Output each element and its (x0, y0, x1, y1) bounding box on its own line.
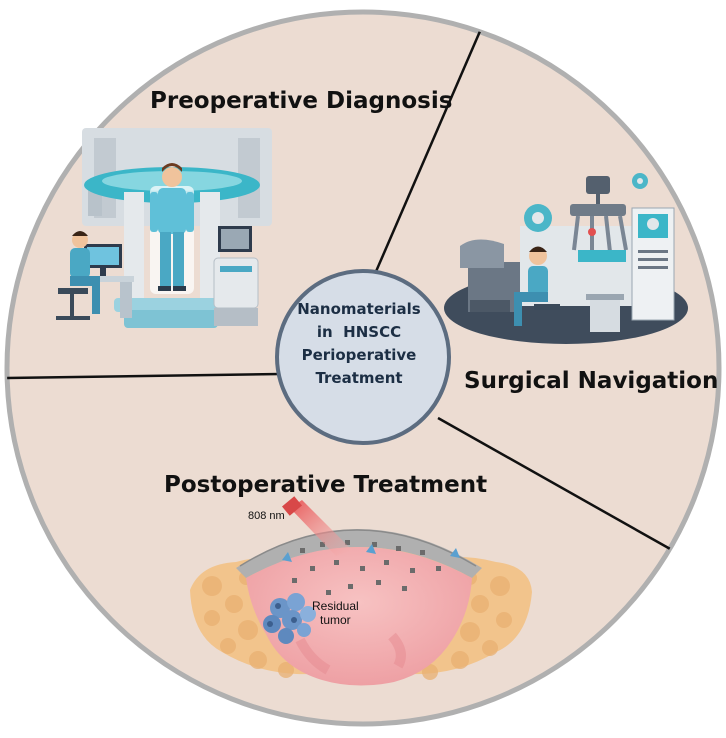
divider-top-right (366, 21, 486, 291)
center-circle (275, 269, 451, 445)
center-title-line-2: in HNSCC (316, 323, 402, 341)
preoperative-diagnosis-label: Preoperative Diagnosis (150, 88, 453, 114)
nanoparticles (292, 540, 441, 595)
residual-tumor-label-line-2: tumor (320, 613, 351, 627)
laser-beam (290, 500, 352, 556)
divider-bottom-right (437, 416, 673, 552)
section-dividers (7, 21, 673, 552)
mri-scanner-illustration (56, 128, 272, 328)
center-title: Nanomaterials in HNSCC Perioperative Tre… (274, 298, 444, 390)
center-title-line-3: Perioperative (301, 346, 417, 364)
center-title-line-4: Treatment (315, 369, 403, 387)
residual-tumor-label-line-1: Residual (312, 599, 359, 613)
residual-tumor-cluster (263, 593, 316, 644)
divider-left (7, 372, 281, 380)
center-title-line-1: Nanomaterials (297, 300, 421, 318)
laser-wavelength-label: 808 nm (248, 510, 285, 522)
surgical-navigation-label: Surgical Navigation (464, 368, 719, 394)
residual-tumor-label: Residual tumor (312, 599, 359, 627)
tissue-wound-illustration (190, 496, 532, 686)
postoperative-treatment-label: Postoperative Treatment (164, 472, 488, 498)
surgical-robot-illustration (444, 173, 688, 344)
